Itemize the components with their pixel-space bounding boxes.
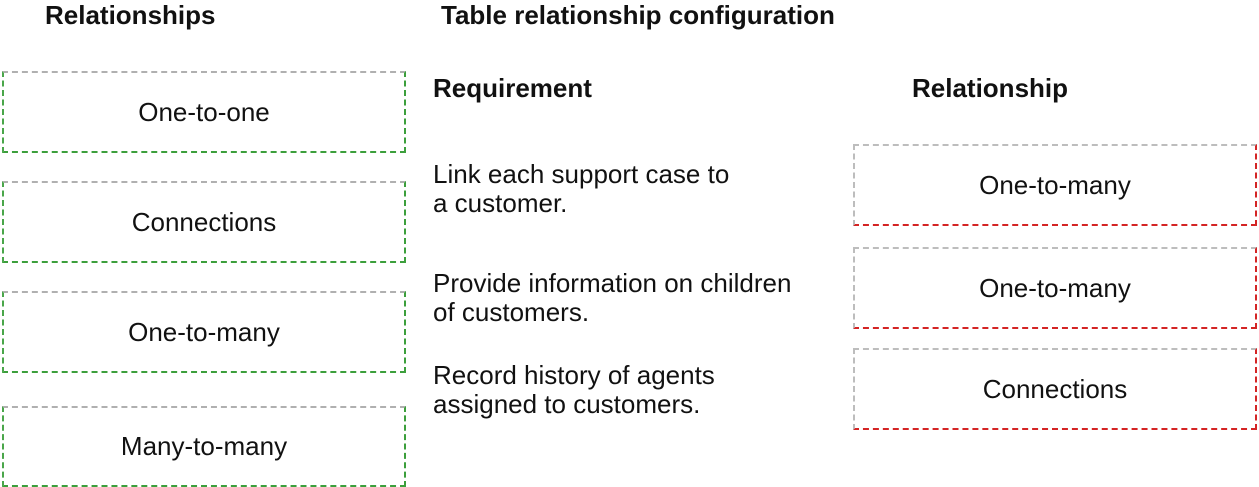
requirement-line: Provide information on children: [433, 268, 792, 298]
option-label: Connections: [131, 206, 277, 237]
requirement-line: Link each support case to: [433, 159, 730, 189]
requirement-item: Link each support case to a customer.: [433, 160, 729, 218]
option-many-to-many[interactable]: Many-to-many: [2, 406, 406, 487]
option-label: Many-to-many: [120, 431, 288, 461]
answer-label: One-to-many: [979, 169, 1131, 200]
requirement-line: a customer.: [433, 188, 568, 218]
requirement-item: Provide information on children of custo…: [433, 269, 791, 327]
option-connections[interactable]: Connections: [2, 181, 406, 263]
config-heading: Table relationship configuration: [441, 0, 835, 30]
answer-slot-2[interactable]: One-to-many: [853, 247, 1257, 329]
answer-slot-3[interactable]: Connections: [853, 348, 1257, 430]
answer-label: Connections: [982, 373, 1128, 404]
option-label: One-to-one: [138, 96, 270, 127]
relationship-heading: Relationship: [912, 73, 1069, 103]
option-label: One-to-many: [128, 316, 280, 347]
relationships-heading: Relationships: [45, 0, 216, 30]
option-one-to-many[interactable]: One-to-many: [2, 291, 406, 373]
option-one-to-one[interactable]: One-to-one: [2, 71, 406, 153]
requirement-heading: Requirement: [433, 73, 592, 103]
answer-label: One-to-many: [979, 272, 1131, 303]
requirement-line: of customers.: [433, 297, 590, 327]
requirement-item: Record history of agents assigned to cus…: [433, 361, 715, 419]
answer-slot-1[interactable]: One-to-many: [853, 144, 1257, 226]
requirement-line: Record history of agents: [433, 360, 715, 390]
requirement-line: assigned to customers.: [433, 389, 701, 419]
